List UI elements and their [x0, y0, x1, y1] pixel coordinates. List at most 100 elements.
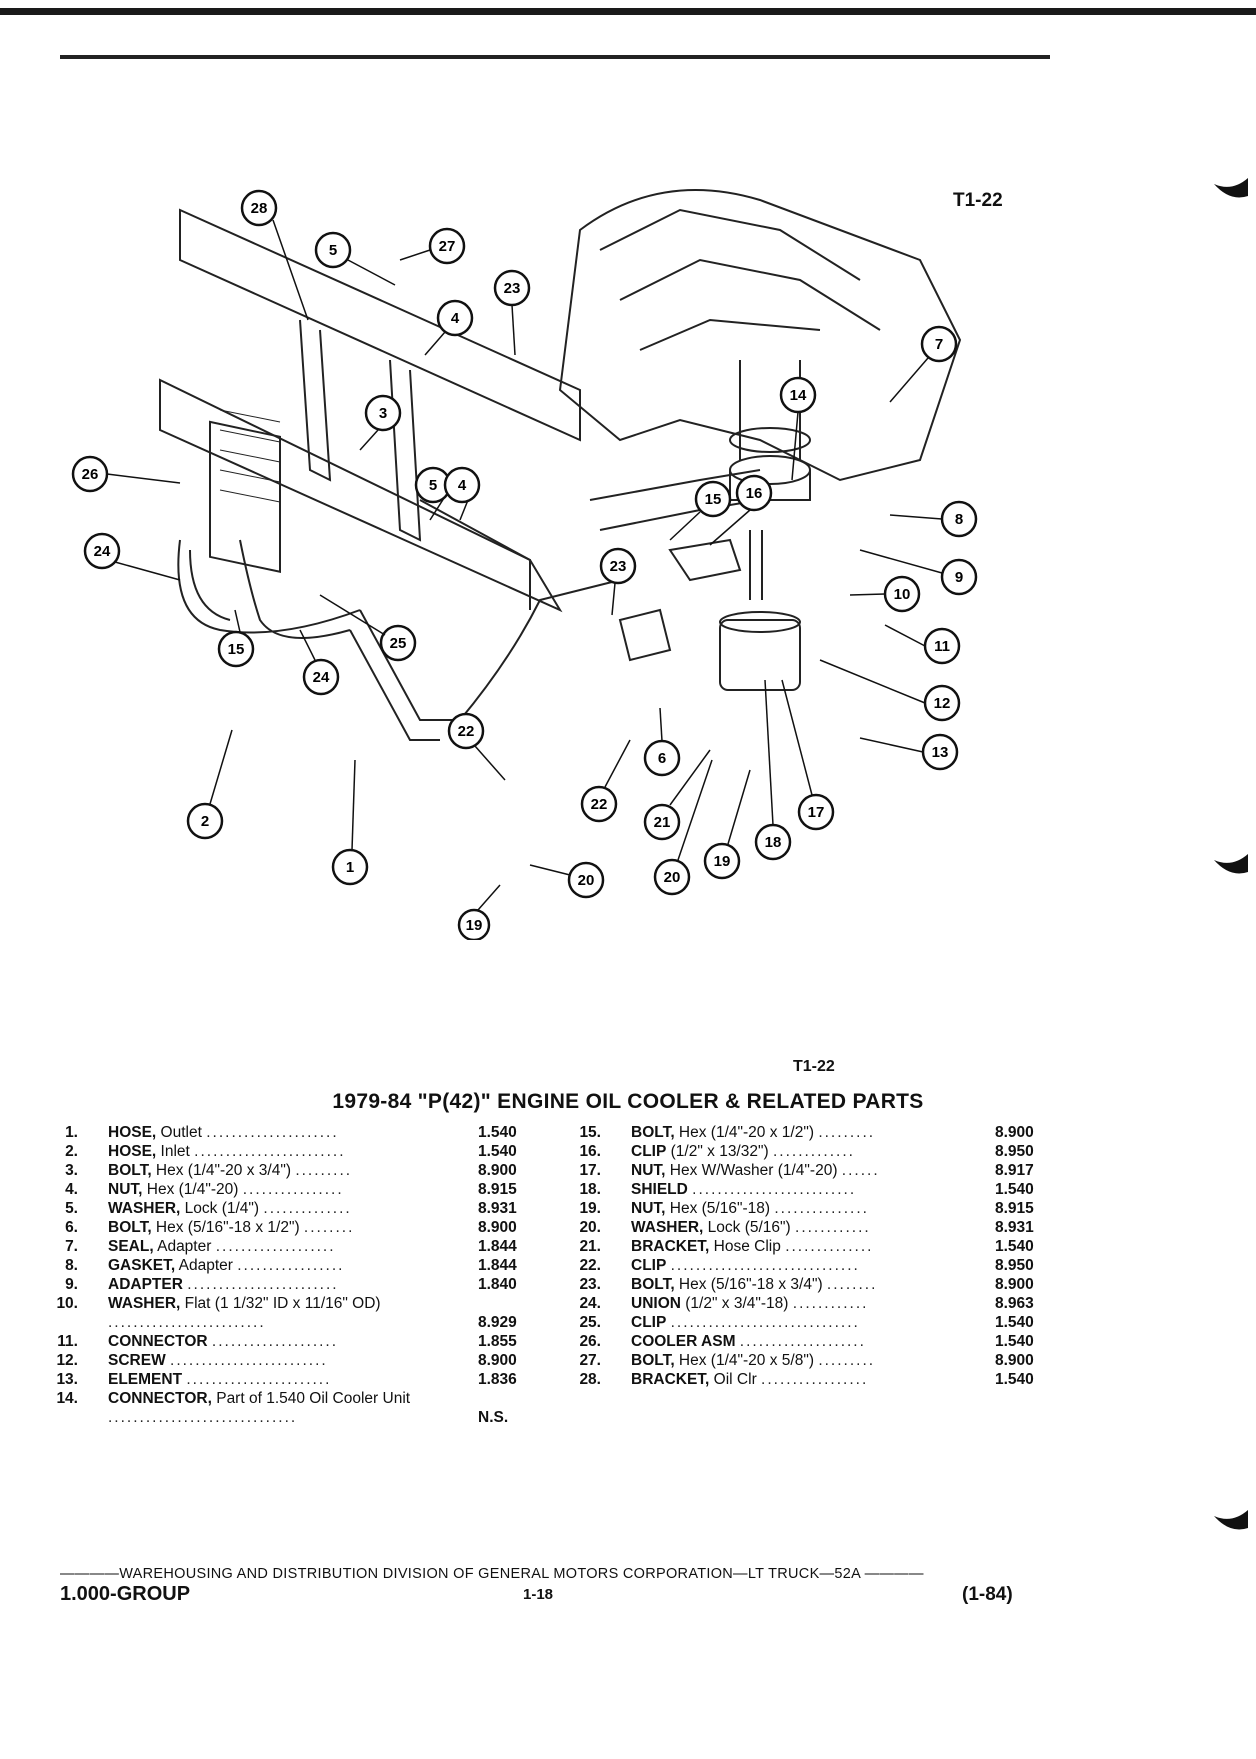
svg-text:9: 9 [955, 569, 963, 586]
header-rule [60, 55, 1050, 59]
callout-25: 25 [379, 624, 417, 662]
callout-2: 2 [186, 802, 224, 840]
oil-cooler-bracket-right [389, 359, 422, 542]
part-row: 18.SHIELD ..........................1.54… [579, 1181, 1034, 1198]
part-row: 7.SEAL, Adapter ...................1.844 [65, 1238, 517, 1255]
svg-text:21: 21 [654, 814, 671, 831]
callout-3: 3 [364, 394, 402, 432]
svg-text:6: 6 [658, 750, 666, 767]
svg-text:19: 19 [466, 917, 483, 934]
part-row: 15.BOLT, Hex (1/4"-20 x 1/2") .........8… [579, 1124, 1034, 1141]
callout-1: 1 [331, 848, 369, 886]
oil-cooler-bracket-left [299, 319, 332, 482]
callout-7: 7 [920, 325, 958, 363]
svg-text:15: 15 [228, 641, 245, 658]
part-row: 27.BOLT, Hex (1/4"-20 x 5/8") .........8… [579, 1352, 1034, 1369]
bracket-hose-clip [618, 608, 672, 662]
figure-id-top: T1-22 [953, 190, 1003, 211]
part-row: 22.CLIP ..............................8.… [579, 1257, 1034, 1274]
part-row: 25.CLIP ..............................1.… [579, 1314, 1034, 1331]
part-row: 4.NUT, Hex (1/4"-20) ................8.9… [65, 1181, 517, 1198]
callout-20: 20 [567, 861, 605, 899]
callout-19b: 19 [457, 908, 491, 940]
part-row: 6.BOLT, Hex (5/16"-18 x 1/2") ........8.… [65, 1219, 517, 1236]
svg-text:5: 5 [429, 477, 437, 494]
part-row: 1.HOSE, Outlet .....................1.54… [65, 1124, 517, 1141]
callout-14: 14 [779, 376, 817, 414]
svg-text:16: 16 [746, 485, 763, 502]
callout-8: 8 [940, 500, 978, 538]
callout-22b: 22 [580, 785, 618, 823]
part-row: 8.GASKET, Adapter .................1.844 [65, 1257, 517, 1274]
callout-13: 13 [921, 733, 959, 771]
svg-text:13: 13 [932, 744, 949, 761]
svg-text:3: 3 [379, 405, 387, 422]
svg-text:5: 5 [329, 242, 337, 259]
screw [749, 530, 763, 600]
part-row: 28.BRACKET, Oil Clr .................1.5… [579, 1371, 1034, 1388]
svg-text:1: 1 [346, 859, 354, 876]
svg-text:11: 11 [934, 638, 950, 655]
part-row: 11.CONNECTOR ....................1.855 [57, 1333, 517, 1350]
svg-text:2: 2 [201, 813, 209, 830]
svg-text:22: 22 [458, 723, 475, 740]
binder-hole-mark [1214, 854, 1248, 874]
svg-text:14: 14 [790, 387, 807, 404]
lower-frame-rail [159, 378, 563, 613]
hose-inlet [239, 539, 351, 639]
svg-text:27: 27 [439, 238, 456, 255]
svg-text:4: 4 [458, 477, 467, 494]
svg-text:23: 23 [610, 558, 627, 575]
svg-text:18: 18 [765, 834, 782, 851]
callout-16: 16 [735, 474, 773, 512]
part-row: 12.SCREW .........................8.900 [56, 1352, 517, 1369]
callout-24b: 24 [302, 658, 340, 696]
svg-text:24: 24 [94, 543, 111, 560]
svg-text:4: 4 [451, 310, 460, 327]
footer-date: (1-84) [962, 1584, 1013, 1605]
part-row: 3.BOLT, Hex (1/4"-20 x 3/4") .........8.… [65, 1162, 517, 1179]
svg-text:26: 26 [82, 466, 99, 483]
callout-4: 4 [436, 299, 474, 337]
parts-list-left: 1.HOSE, Outlet .....................1.54… [52, 1123, 532, 1427]
callout-15b: 15 [217, 630, 255, 668]
parts-list-title: 1979-84 "P(42)" ENGINE OIL COOLER & RELA… [332, 1090, 924, 1113]
oil-filter-element [719, 619, 801, 691]
svg-text:24: 24 [313, 669, 330, 686]
svg-text:8: 8 [955, 511, 963, 528]
part-row: 2.HOSE, Inlet ........................1.… [65, 1143, 517, 1160]
part-row: 26.COOLER ASM ....................1.540 [579, 1333, 1034, 1350]
callout-9: 9 [940, 558, 978, 596]
figure-id-bottom: T1-22 [793, 1058, 835, 1075]
shield [668, 538, 742, 582]
callout-21: 21 [643, 803, 681, 841]
callout-23b: 23 [599, 547, 637, 585]
callout-28: 28 [240, 189, 278, 227]
svg-text:10: 10 [894, 586, 911, 603]
part-row: 19.NUT, Hex (5/16"-18) ...............8.… [579, 1200, 1034, 1217]
svg-text:25: 25 [390, 635, 407, 652]
part-row: 16.CLIP (1/2" x 13/32") .............8.9… [579, 1143, 1034, 1160]
parts-list-right: 15.BOLT, Hex (1/4"-20 x 1/2") .........8… [575, 1123, 1055, 1389]
callout-19: 19 [703, 842, 741, 880]
svg-text:12: 12 [934, 695, 951, 712]
cooler-line-upper [589, 469, 761, 501]
hose-outlet [177, 539, 361, 634]
svg-text:20: 20 [664, 869, 681, 886]
footer-group: 1.000-GROUP [60, 1583, 191, 1605]
footer-publisher-line: ————WAREHOUSING AND DISTRIBUTION DIVISIO… [60, 1566, 924, 1582]
callout-12: 12 [923, 684, 961, 722]
callout-11: 11 [923, 627, 961, 665]
callout-17: 17 [797, 793, 835, 831]
callout-5: 5 [314, 231, 352, 269]
callout-20b: 20 [653, 858, 691, 896]
part-row: 24.UNION (1/2" x 3/4"-18) ............8.… [579, 1295, 1034, 1312]
callout-23: 23 [493, 269, 531, 307]
callout-4b: 4 [443, 466, 481, 504]
oil-cooler-core [209, 420, 281, 573]
svg-text:17: 17 [808, 804, 825, 821]
svg-text:15: 15 [705, 491, 722, 508]
part-row: 17.NUT, Hex W/Washer (1/4"-20) ......8.9… [579, 1162, 1034, 1179]
engine-block-outline [558, 189, 962, 482]
svg-text:19: 19 [714, 853, 731, 870]
